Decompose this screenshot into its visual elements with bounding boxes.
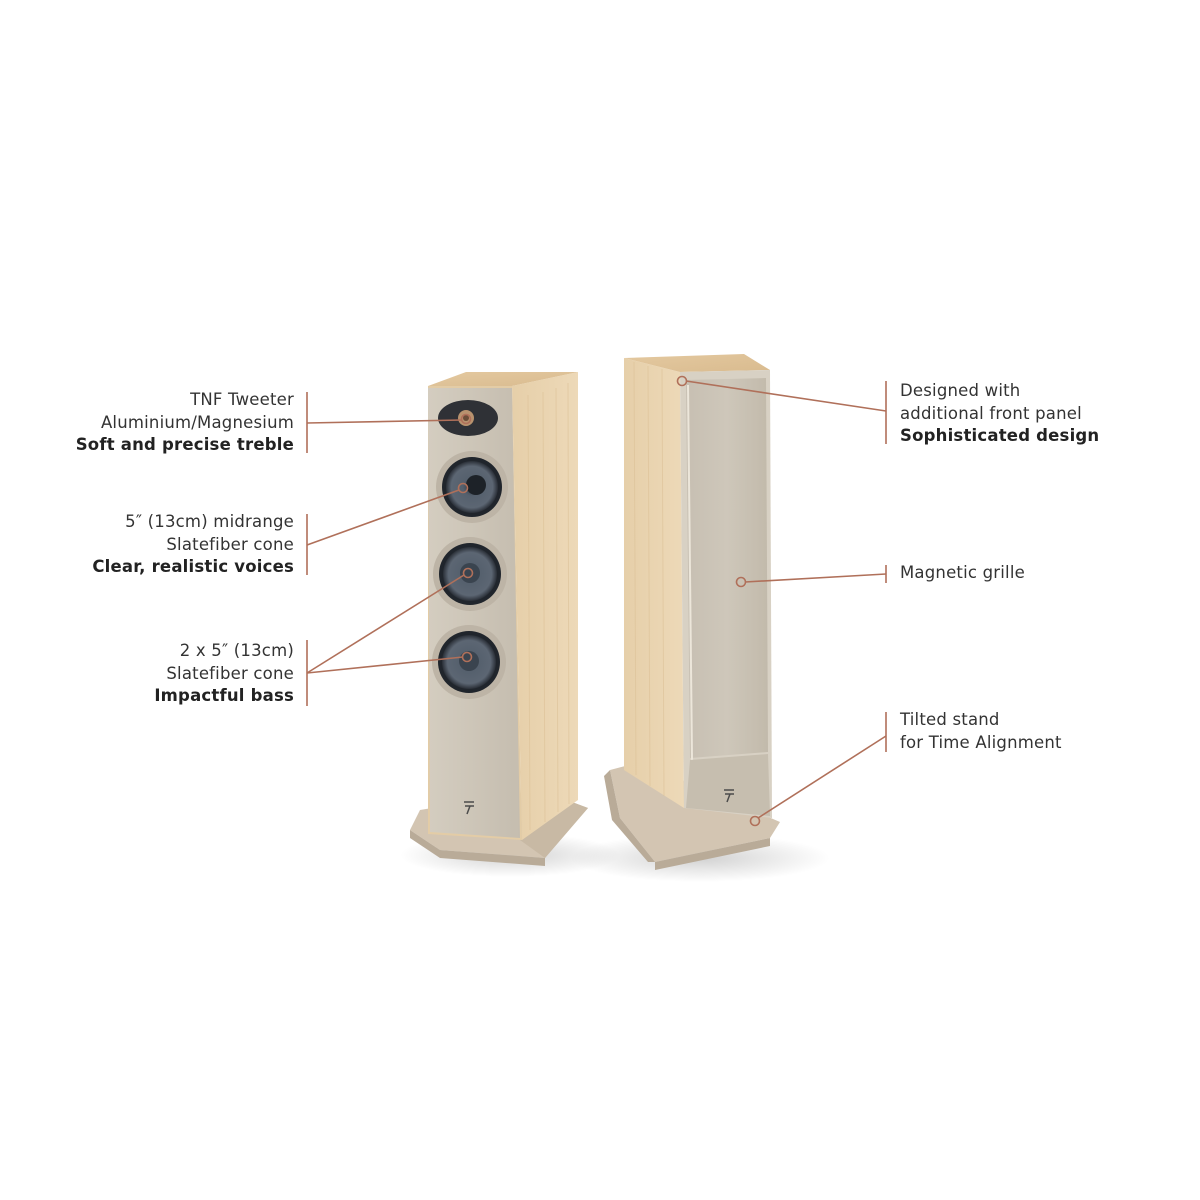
- midrange-line-1: 5″ (13cm) midrange: [125, 512, 294, 531]
- callout-midrange: 5″ (13cm) midrange Slatefiber cone Clear…: [92, 511, 294, 579]
- midrange-driver: [436, 451, 508, 523]
- callout-front-panel: Designed with additional front panel Sop…: [900, 380, 1099, 448]
- tweeter: [438, 400, 498, 436]
- bass-driver-2: [432, 625, 506, 699]
- callout-stand: Tilted stand for Time Alignment: [900, 709, 1062, 754]
- callout-bass: 2 x 5″ (13cm) Slatefiber cone Impactful …: [154, 640, 294, 708]
- stand-line-1: Tilted stand: [900, 710, 1000, 729]
- bass-line-2: Slatefiber cone: [166, 663, 294, 683]
- callout-tweeter: TNF Tweeter Aluminium/Magnesium Soft and…: [76, 389, 294, 457]
- midrange-line-2: Slatefiber cone: [166, 534, 294, 554]
- front-panel-line-2: additional front panel: [900, 403, 1082, 423]
- bass-line-1: 2 x 5″ (13cm): [179, 641, 294, 660]
- callout-grille: Magnetic grille: [900, 562, 1025, 585]
- tweeter-benefit: Soft and precise treble: [75, 435, 294, 454]
- stand-line-2: for Time Alignment: [900, 732, 1062, 752]
- right-speaker: [570, 354, 830, 882]
- focal-logo-icon: [724, 789, 734, 803]
- midrange-benefit: Clear, realistic voices: [92, 557, 294, 576]
- front-panel-line-1: Designed with: [900, 381, 1021, 400]
- bass-benefit: Impactful bass: [154, 686, 294, 705]
- grille-line-1: Magnetic grille: [900, 563, 1025, 582]
- left-speaker: [400, 372, 620, 877]
- front-panel-benefit: Sophisticated design: [900, 426, 1100, 445]
- callout-lines: [306, 375, 887, 827]
- bass-driver-1: [433, 537, 507, 611]
- focal-logo-icon: [464, 801, 474, 815]
- tweeter-line-1: TNF Tweeter: [190, 390, 294, 409]
- tweeter-line-2: Aluminium/Magnesium: [100, 412, 294, 432]
